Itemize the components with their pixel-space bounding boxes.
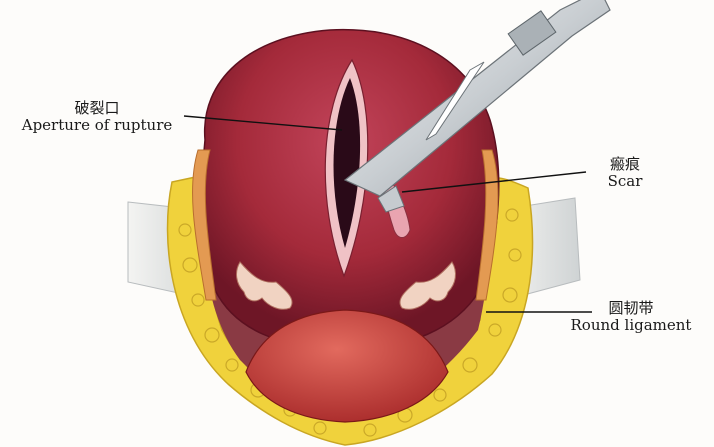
right-adnexa xyxy=(399,261,456,310)
left-round-ligament xyxy=(192,149,217,301)
leader-rupture xyxy=(183,115,343,131)
scar-label-en: Scar xyxy=(607,172,643,191)
rupture-label-zh: 破裂口 xyxy=(74,99,120,117)
rupture-label-en: Aperture of rupture xyxy=(21,116,173,135)
left-adnexa xyxy=(236,261,293,310)
ligament-label-en: Round ligament xyxy=(570,316,692,335)
ligament-label-zh: 圆韧带 xyxy=(608,299,654,317)
rupture-label: 破裂口 Aperture of rupture xyxy=(8,99,186,135)
scar-label-zh: 瘢痕 xyxy=(609,155,640,173)
rupture-inner-dark xyxy=(333,78,361,248)
scar-label: 瘢痕 Scar xyxy=(570,155,680,191)
forceps-icon xyxy=(343,0,611,213)
ligament-label: 圆韧带 Round ligament xyxy=(556,299,706,335)
bladder xyxy=(245,309,449,423)
leader-scar xyxy=(401,171,587,193)
